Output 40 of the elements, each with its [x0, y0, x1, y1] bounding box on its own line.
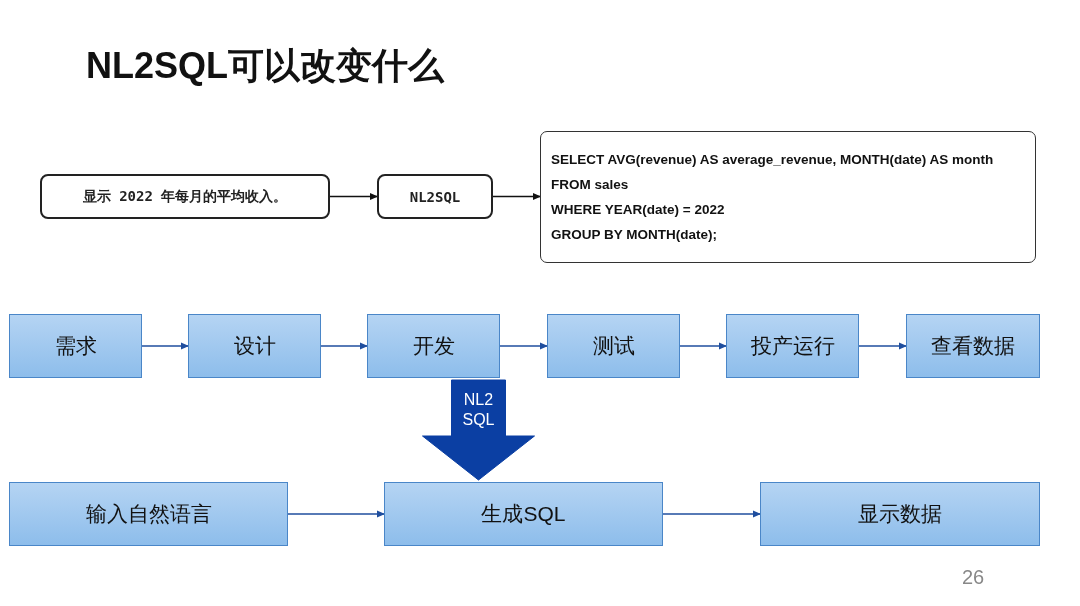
code-line: SELECT AVG(revenue) AS average_revenue, MONTH(date) AS month — [551, 152, 994, 167]
code-line: FROM sales — [551, 177, 629, 192]
rounded-box — [40, 174, 330, 219]
rounded-box — [377, 174, 493, 219]
node-label: 投产运行 — [750, 333, 835, 359]
process-box — [384, 482, 663, 546]
code-box — [540, 131, 1036, 263]
node-label: 开发 — [412, 333, 455, 359]
process-box — [760, 482, 1040, 546]
arrow — [662, 510, 761, 518]
node-label: 设计 — [233, 333, 276, 359]
process-box — [9, 482, 288, 546]
node-label: 输入自然语言 — [85, 501, 212, 527]
block-arrow — [422, 379, 535, 481]
edge-label: NL2 SQL — [461, 390, 496, 430]
node-label: 测试 — [592, 333, 635, 359]
process-box — [726, 314, 859, 378]
node-label: 显示数据 — [858, 501, 942, 527]
arrow — [329, 193, 378, 200]
arrow — [492, 193, 541, 200]
node-label: NL2SQL — [409, 188, 461, 205]
node-label: 查看数据 — [931, 333, 1015, 359]
process-box — [9, 314, 142, 378]
node-label: 生成SQL — [481, 501, 566, 527]
arrow — [141, 342, 189, 350]
slide-title: NL2SQL可以改变什么 — [86, 44, 444, 88]
arrow — [287, 510, 385, 518]
code-line: GROUP BY MONTH(date); — [551, 227, 717, 242]
arrow — [679, 342, 727, 350]
page-number: 26 — [962, 566, 985, 589]
process-box — [188, 314, 321, 378]
process-box — [367, 314, 500, 378]
arrow — [858, 342, 907, 350]
node-label: 需求 — [54, 333, 97, 359]
code-line: WHERE YEAR(date) = 2022 — [551, 202, 725, 217]
process-box — [547, 314, 680, 378]
arrow — [320, 342, 368, 350]
process-box — [906, 314, 1040, 378]
arrow — [499, 342, 548, 350]
node-label: 显示 2022 年每月的平均收入。 — [82, 187, 288, 206]
